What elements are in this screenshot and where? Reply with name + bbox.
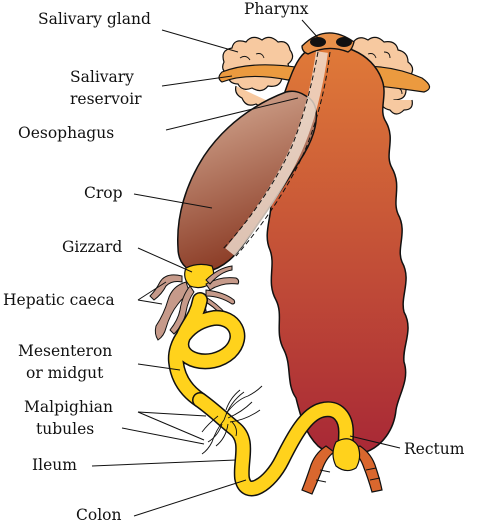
label-malpighian-line2: tubules [36,420,94,438]
label-rectum: Rectum [404,440,465,458]
label-hepatic-caeca: Hepatic caeca [3,291,115,309]
label-salivary-reservoir-line1: Salivary [70,68,134,86]
label-mesenteron-line1: Mesenteron [18,342,112,360]
label-salivary-reservoir-line2: reservoir [70,90,142,108]
label-pharynx: Pharynx [244,0,309,18]
label-mesenteron-line2: or midgut [26,364,104,382]
leader-lines [91,19,401,517]
oesophagus [225,51,328,256]
salivary-reservoir-left [218,64,303,83]
label-malpighian-line1: Malpighian [24,398,113,416]
right-eye [336,37,352,47]
label-gizzard: Gizzard [62,238,122,256]
label-salivary-gland: Salivary gland [38,10,151,28]
label-oesophagus: Oesophagus [18,124,114,142]
malpighian-tubules [201,385,263,455]
label-ileum: Ileum [32,456,77,474]
label-crop: Crop [84,184,123,202]
rectum [332,438,361,472]
crop [177,90,318,274]
cercus-left [301,445,335,495]
label-colon: Colon [76,506,121,524]
left-eye [310,37,326,47]
